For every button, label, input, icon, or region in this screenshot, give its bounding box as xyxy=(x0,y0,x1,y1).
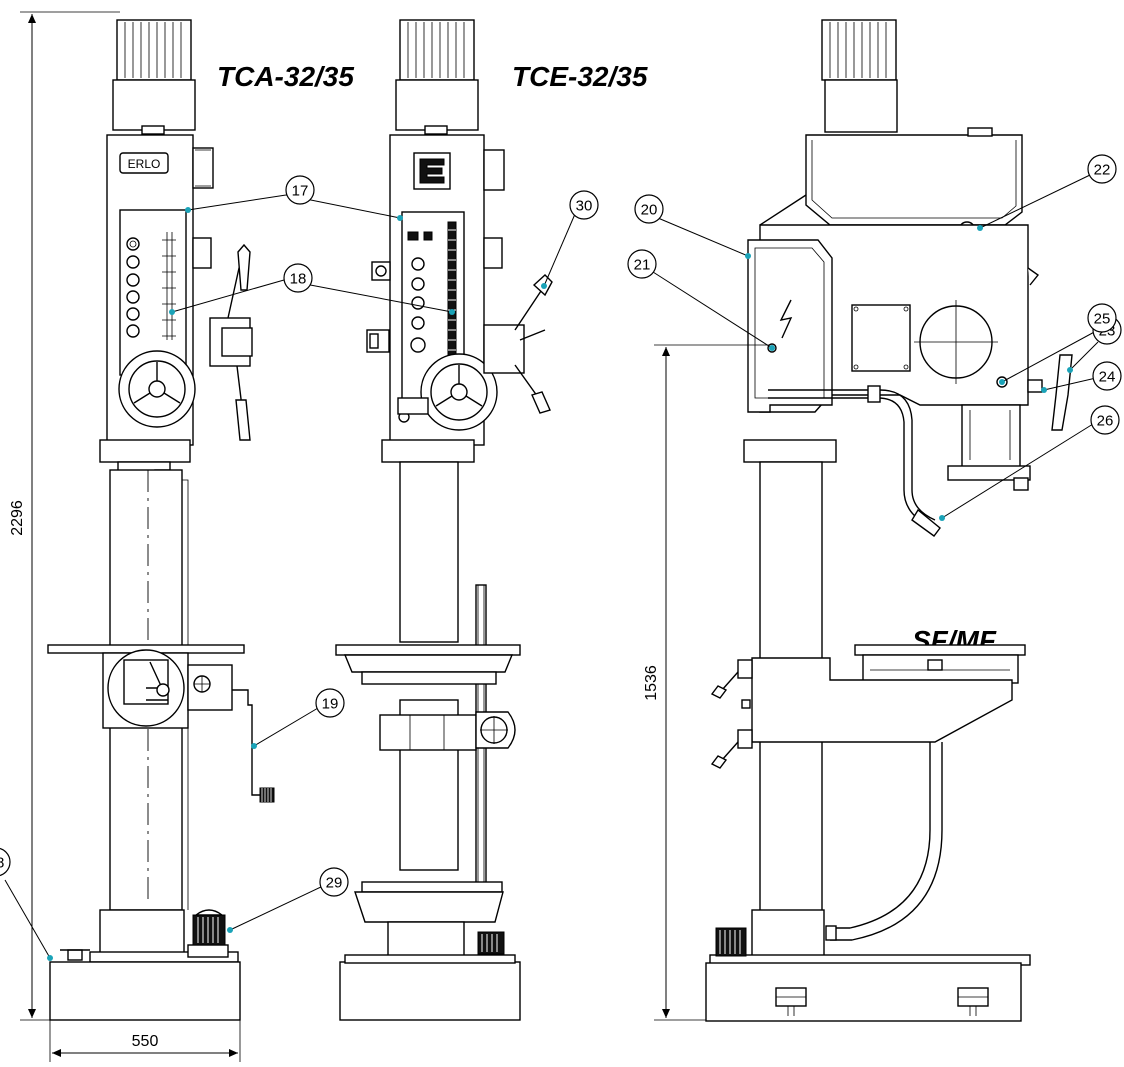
svg-text:28: 28 xyxy=(0,855,4,872)
coolant-nozzle xyxy=(911,508,941,537)
callout-26: 26 xyxy=(1090,405,1120,435)
handwheel-tca xyxy=(118,350,196,428)
model-title-tca: TCA-32/35 xyxy=(217,61,354,92)
gearbox-sfmf xyxy=(805,134,1023,226)
model-title-tce: TCE-32/35 xyxy=(512,61,648,92)
callout-30: 30 xyxy=(569,190,599,220)
table-tce xyxy=(335,644,521,656)
brand-plate xyxy=(119,152,169,174)
callout-17: 17 xyxy=(285,175,315,205)
motor-tce xyxy=(395,19,479,135)
svg-text:18: 18 xyxy=(290,271,307,288)
machine-sfmf xyxy=(705,19,1073,1022)
svg-text:26: 26 xyxy=(1097,413,1114,430)
electrical-box xyxy=(747,239,833,413)
dimension-base-width: 550 xyxy=(49,1020,241,1062)
svg-text:29: 29 xyxy=(326,875,343,892)
dimension-total-height: 2296 xyxy=(9,11,120,1021)
base-tce xyxy=(339,961,521,1021)
coolant-pump-knob-tce xyxy=(477,931,505,955)
callout-arrowheads xyxy=(47,207,1073,961)
callout-19: 19 xyxy=(315,688,345,718)
dimension-table-height: 1536 xyxy=(643,344,770,1021)
callout-21: 21 xyxy=(627,249,657,279)
motor-tca xyxy=(112,19,196,135)
column-tce xyxy=(399,461,459,643)
dimension-total-height-label: 2296 xyxy=(9,500,26,536)
callout-22: 22 xyxy=(1087,154,1117,184)
handwheel-sfmf xyxy=(1051,354,1073,431)
access-plate xyxy=(851,304,911,372)
base-tca xyxy=(49,961,241,1021)
table-sfmf xyxy=(854,644,1026,656)
callout-29: 29 xyxy=(319,867,349,897)
panel-buttons-tce xyxy=(410,257,426,353)
svg-text:19: 19 xyxy=(322,696,339,713)
brand-label: ERLO xyxy=(128,157,161,171)
dimension-table-height-label: 1536 xyxy=(643,665,660,701)
svg-text:20: 20 xyxy=(641,202,658,219)
coolant-pump-knob-sfmf xyxy=(715,927,747,957)
handwheel-tce xyxy=(420,353,498,431)
callout-28: 28 xyxy=(0,847,11,877)
dimension-base-width-label: 550 xyxy=(132,1033,159,1050)
panel-buttons-tca xyxy=(126,237,140,338)
machine-tca: ERLO xyxy=(47,19,275,1021)
svg-text:22: 22 xyxy=(1094,162,1111,179)
callout-leaders xyxy=(4,174,1099,959)
svg-text:30: 30 xyxy=(576,198,593,215)
motor-sfmf xyxy=(821,19,898,133)
svg-text:24: 24 xyxy=(1099,369,1116,386)
callout-20: 20 xyxy=(634,194,664,224)
svg-text:17: 17 xyxy=(292,183,309,200)
table-bracket-sfmf xyxy=(751,657,1013,743)
callout-25: 25 xyxy=(1087,303,1117,333)
callout-18: 18 xyxy=(283,263,313,293)
control-panel-tca xyxy=(119,209,187,376)
svg-text:25: 25 xyxy=(1094,311,1111,328)
callout-24: 24 xyxy=(1092,361,1122,391)
machine-tce xyxy=(335,19,553,1021)
svg-text:21: 21 xyxy=(634,257,651,274)
coolant-pump-knob-tca xyxy=(187,909,229,958)
